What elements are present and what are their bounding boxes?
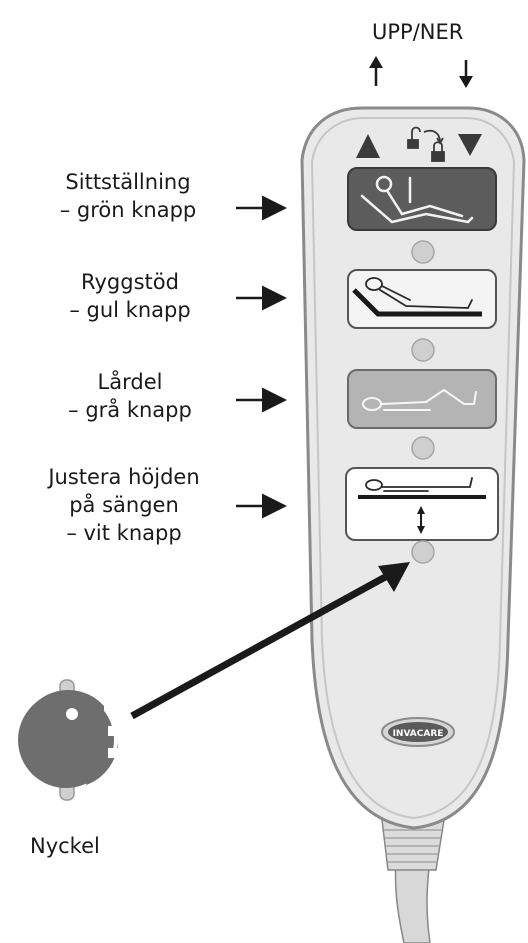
indicator-light-3 [411, 436, 435, 460]
key-arrow-head [378, 562, 410, 592]
brand-logo: INVACARE [381, 717, 455, 747]
backrest-label: Ryggstöd – gul knapp [40, 268, 220, 324]
brand-text: INVACARE [393, 729, 444, 739]
key-slot [411, 540, 435, 564]
up-triangle-icon [356, 134, 380, 158]
direction-label: UPP/NER [372, 20, 464, 44]
sitting-label: Sittställning – grön knapp [28, 168, 228, 224]
sitting-position-icon [360, 175, 474, 224]
height-label-line2: på sängen [69, 493, 179, 517]
thigh-label-line2: – grå knapp [68, 398, 192, 422]
cable [381, 819, 445, 943]
thigh-button[interactable] [347, 369, 497, 429]
backrest-label-line1: Ryggstöd [81, 270, 179, 294]
height-label: Justera höjden på sängen – vit knapp [14, 463, 234, 547]
backrest-label-line2: – gul knapp [69, 298, 191, 322]
down-arrow-icon [459, 60, 473, 88]
sitting-button[interactable] [347, 167, 497, 231]
thigh-section-icon [362, 388, 477, 411]
height-label-line1: Justera höjden [48, 465, 200, 489]
height-label-line3: – vit knapp [66, 521, 182, 545]
sitting-label-line1: Sittställning [65, 170, 191, 194]
up-down-arrow-icon [417, 506, 425, 534]
key-label: Nyckel [30, 834, 100, 858]
key-icon [18, 679, 120, 801]
thigh-label-line1: Lårdel [97, 370, 163, 394]
pointer-arrow-key [130, 566, 400, 720]
indicator-light-2 [411, 338, 435, 362]
backrest-icon [365, 277, 473, 309]
thigh-label: Lårdel – grå knapp [40, 368, 220, 424]
down-triangle-icon [458, 134, 482, 156]
height-button[interactable] [345, 467, 499, 541]
up-arrow-icon [369, 56, 383, 86]
lock-icon [407, 126, 445, 162]
sitting-label-line2: – grön knapp [59, 198, 197, 222]
backrest-button[interactable] [347, 269, 497, 329]
indicator-light-1 [411, 240, 435, 264]
bed-height-icon [365, 477, 473, 492]
backrest-platform [352, 288, 482, 317]
